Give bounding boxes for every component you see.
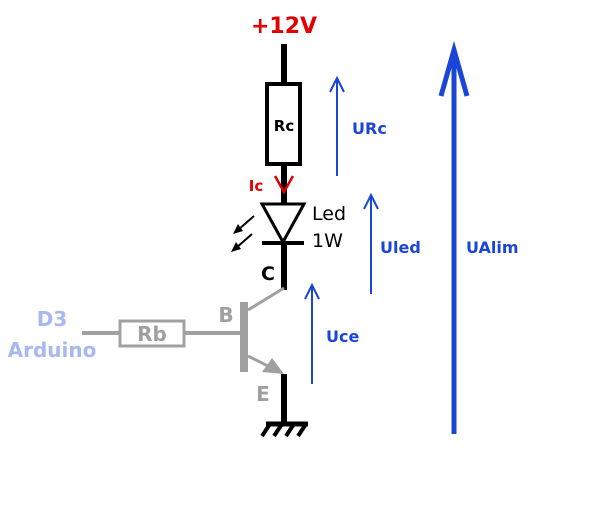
emitter-label: E bbox=[256, 382, 270, 406]
uled-label: Uled bbox=[380, 238, 421, 257]
light-emission-icon bbox=[231, 215, 255, 252]
input-pin-label: D3 bbox=[37, 307, 68, 331]
led-name: Led bbox=[312, 203, 346, 225]
rc-label: Rc bbox=[274, 117, 294, 135]
led-power: 1W bbox=[312, 230, 343, 252]
uce-label: Uce bbox=[326, 327, 359, 346]
urc-arrow-head-icon bbox=[329, 75, 345, 93]
supply-label: +12V bbox=[251, 14, 317, 39]
current-arrow-icon bbox=[273, 175, 295, 195]
ualim-arrow-head-icon bbox=[438, 40, 470, 97]
current-label: Ic bbox=[249, 177, 263, 195]
emitter-arrow-icon bbox=[262, 358, 284, 374]
input-board-label: Arduino bbox=[8, 338, 97, 362]
uce-arrow-head-icon bbox=[304, 282, 320, 300]
ground-icon bbox=[260, 421, 308, 438]
led-diode-icon bbox=[259, 202, 307, 246]
npn-transistor bbox=[240, 286, 285, 374]
urc-label: URc bbox=[352, 119, 387, 138]
rb-label: Rb bbox=[137, 322, 167, 346]
ualim-label: UAlim bbox=[466, 238, 519, 257]
collector-label: C bbox=[261, 263, 275, 285]
uled-arrow-head-icon bbox=[363, 192, 379, 210]
base-label: B bbox=[218, 303, 233, 327]
